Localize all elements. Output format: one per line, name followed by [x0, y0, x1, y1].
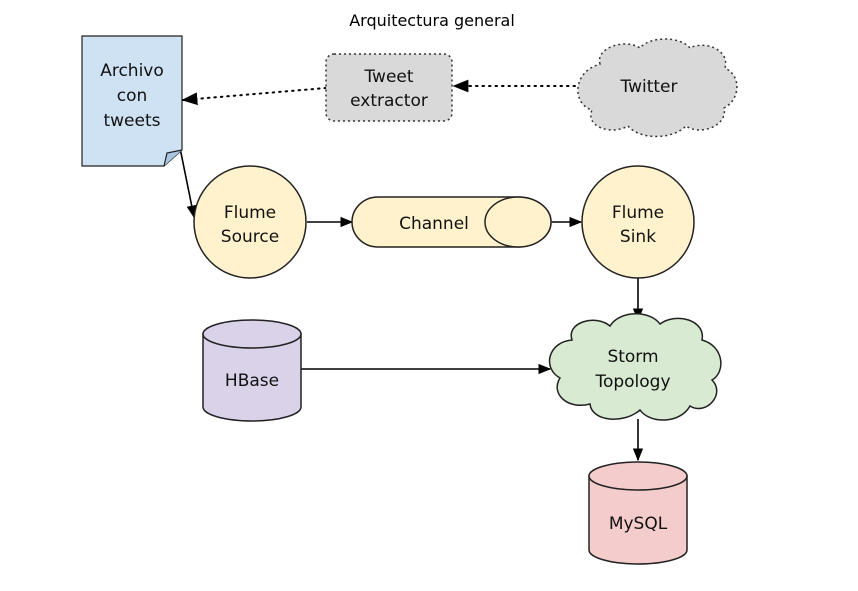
- mysql-label: MySQL: [609, 514, 668, 534]
- tweet-extractor-label-line1: Tweet: [363, 67, 413, 87]
- mysql-cylinder-top: [588, 461, 688, 491]
- flume-source-circle: [193, 165, 307, 279]
- node-mysql: MySQL: [588, 461, 688, 565]
- node-archivo-con-tweets: Archivo con tweets: [81, 35, 183, 167]
- node-flume-source: Flume Source: [193, 165, 307, 279]
- flume-source-label-line2: Source: [221, 227, 279, 247]
- storm-cloud: [548, 313, 722, 421]
- archivo-label-line3: tweets: [103, 111, 160, 131]
- hbase-cylinder-body: [202, 333, 302, 422]
- node-storm-topology: Storm Topology: [548, 313, 722, 421]
- hbase-cylinder-top: [202, 319, 302, 349]
- node-twitter: Twitter: [577, 38, 738, 138]
- edges: [179, 79, 644, 462]
- flume-sink-label-line1: Flume: [612, 203, 664, 223]
- node-tweet-extractor: Tweet extractor: [325, 53, 453, 122]
- document-fold: [163, 149, 183, 167]
- archivo-label-line1: Archivo: [100, 61, 164, 81]
- twitter-label: Twitter: [620, 77, 678, 97]
- tweet-extractor-label-line2: extractor: [350, 91, 428, 111]
- flume-sink-label-line2: Sink: [620, 227, 656, 247]
- edge-archivo-to-flume-source: [179, 147, 197, 219]
- edge-tweet-extractor-to-archivo: [181, 87, 327, 106]
- archivo-label-line2: con: [117, 86, 148, 106]
- storm-label-line2: Topology: [594, 372, 670, 392]
- channel-end-cap: [484, 196, 552, 248]
- node-hbase: HBase: [202, 319, 302, 422]
- mysql-cylinder-body: [588, 475, 688, 565]
- storm-label-line1: Storm: [607, 347, 658, 367]
- tweet-extractor-box: [325, 53, 453, 122]
- hbase-label: HBase: [225, 371, 279, 391]
- flume-source-label-line1: Flume: [224, 203, 276, 223]
- node-flume-sink: Flume Sink: [581, 165, 695, 279]
- twitter-cloud: [577, 38, 738, 138]
- node-channel: Channel: [351, 196, 552, 248]
- channel-label: Channel: [399, 214, 469, 234]
- diagram-title: Arquitectura general: [349, 11, 515, 30]
- flume-sink-circle: [581, 165, 695, 279]
